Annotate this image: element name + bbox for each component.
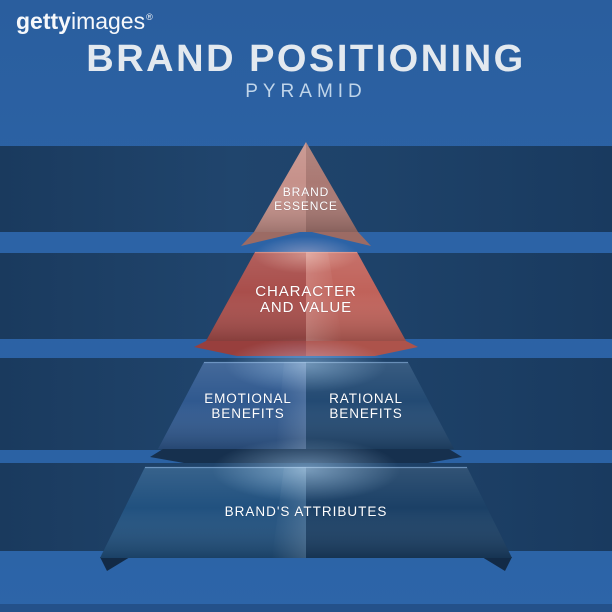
level4-fold-right bbox=[482, 557, 512, 571]
watermark-images-text: images bbox=[70, 8, 146, 34]
level3-shade-left bbox=[158, 362, 306, 449]
background-bottom-strip bbox=[0, 604, 612, 612]
page-subtitle: PYRAMID bbox=[245, 81, 367, 102]
label-brand-essence: BRAND ESSENCE bbox=[274, 185, 338, 213]
level1-flap-right bbox=[312, 232, 371, 246]
level2-shade-left bbox=[206, 252, 306, 341]
registered-trademark-icon: ® bbox=[146, 12, 153, 22]
label-brands-attributes: BRAND'S ATTRIBUTES bbox=[224, 504, 388, 519]
level1-flap-left bbox=[241, 232, 300, 246]
level1-shade-left bbox=[254, 142, 306, 232]
level3-shade-right bbox=[306, 362, 454, 449]
gettyimages-watermark: gettyimages® bbox=[16, 8, 153, 35]
level4-fold-left bbox=[100, 557, 130, 571]
watermark-getty-text: getty bbox=[16, 8, 71, 34]
label-character-and-value: CHARACTER AND VALUE bbox=[255, 283, 357, 316]
level1-shade-right bbox=[306, 142, 358, 232]
level2-fold-left bbox=[194, 341, 306, 356]
page-title: BRAND POSITIONING bbox=[86, 38, 526, 80]
level2-fold-right bbox=[306, 341, 418, 356]
level3-fold bbox=[150, 449, 462, 463]
level3-crease-highlight bbox=[276, 362, 306, 449]
label-rational-benefits: RATIONAL BENEFITS bbox=[329, 391, 403, 421]
level2-crease-highlight bbox=[306, 252, 342, 341]
label-emotional-benefits: EMOTIONAL BENEFITS bbox=[204, 391, 292, 421]
